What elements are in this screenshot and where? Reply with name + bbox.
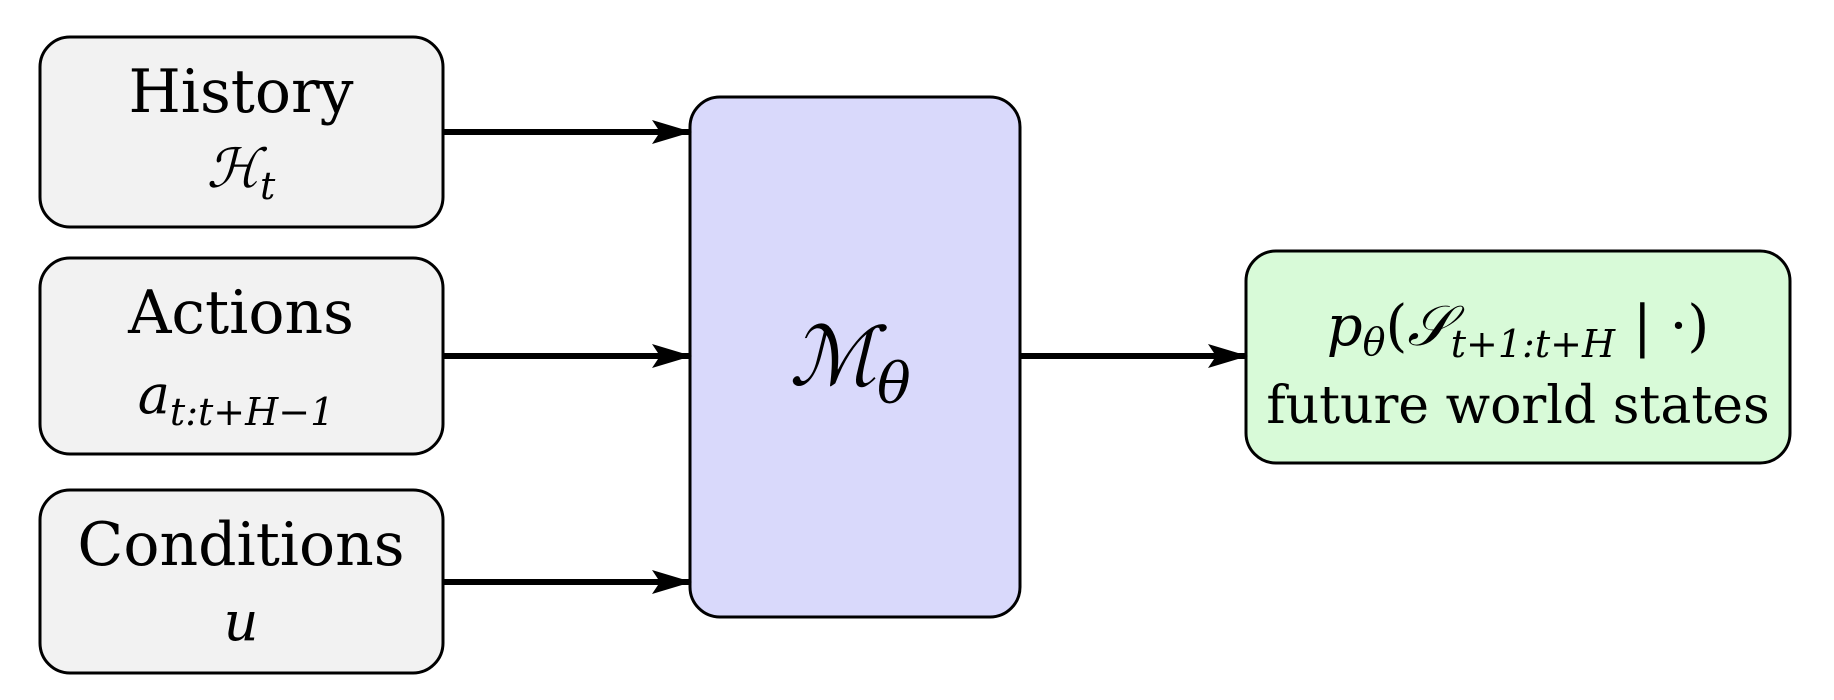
output-formula-open: ( <box>1386 294 1408 359</box>
history-symbol-base: ℋ <box>207 137 268 200</box>
model-symbol-sub: θ <box>877 352 911 417</box>
output-formula-s-sub: t+1:t+H <box>1451 322 1616 366</box>
input-box-history: History ℋt <box>38 35 445 229</box>
input-actions-label: Actions <box>127 278 354 348</box>
input-actions-symbol: at:t+H−1 <box>138 363 335 434</box>
actions-symbol-base: a <box>138 363 170 426</box>
input-history-symbol: ℋt <box>207 137 276 208</box>
model-symbol-base: ℳ <box>789 310 887 405</box>
output-label: future world states <box>1266 376 1769 436</box>
conditions-symbol-base: u <box>224 590 259 653</box>
model-symbol: ℳθ <box>789 310 910 417</box>
history-symbol-sub: t <box>260 164 276 208</box>
actions-symbol-sub: t:t+H−1 <box>170 390 334 434</box>
input-conditions-label: Conditions <box>77 510 404 580</box>
input-conditions-symbol: u <box>224 590 259 653</box>
output-formula: pθ(𝒮t+1:t+H | ·) <box>1327 294 1709 366</box>
output-formula-p: p <box>1327 294 1363 359</box>
output-box: pθ(𝒮t+1:t+H | ·) future world states <box>1244 249 1792 465</box>
input-box-actions: Actions at:t+H−1 <box>38 256 445 456</box>
input-box-conditions: Conditions u <box>38 488 445 675</box>
output-formula-rest: | ·) <box>1615 294 1709 359</box>
model-box: ℳθ <box>688 95 1022 619</box>
input-history-label: History <box>128 57 353 127</box>
output-formula-p-sub: θ <box>1363 320 1386 364</box>
